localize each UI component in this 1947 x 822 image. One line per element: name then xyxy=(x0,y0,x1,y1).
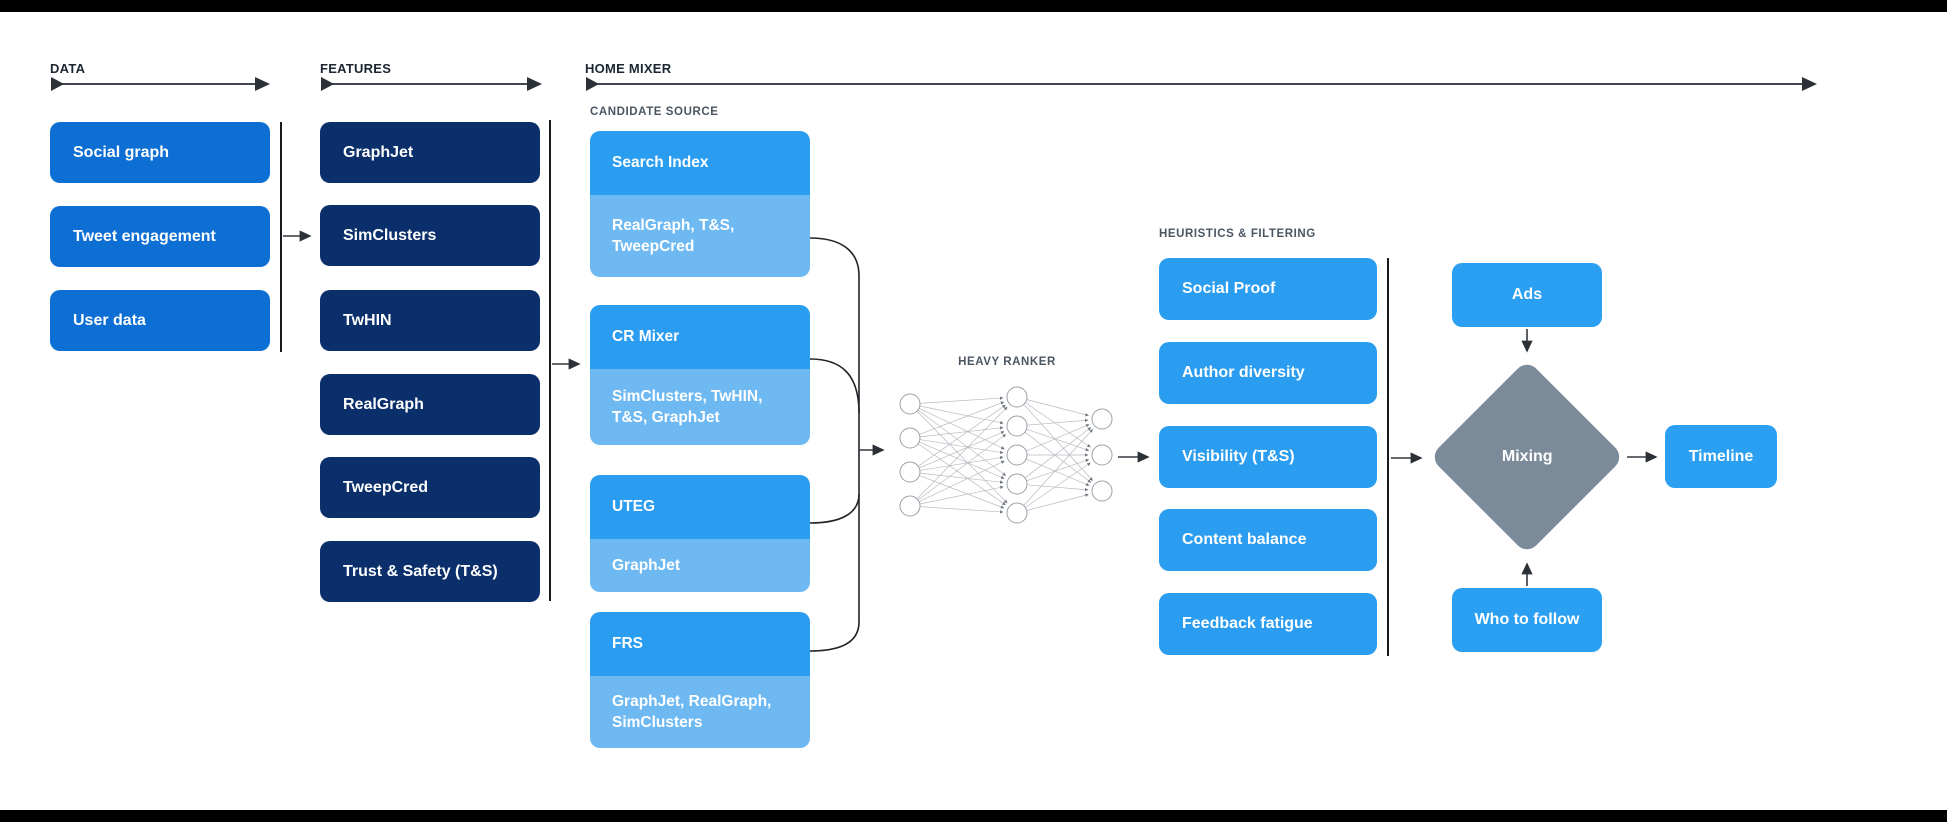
neural-network-graphic xyxy=(899,386,1113,524)
node-twhin: TwHIN xyxy=(320,290,540,351)
section-label-heavy-ranker: HEAVY RANKER xyxy=(958,356,1056,368)
connector-search-index xyxy=(809,237,860,277)
connector-cr-mixer xyxy=(809,358,860,414)
node-content-balance: Content balance xyxy=(1159,509,1377,571)
bottom-black-bar xyxy=(0,810,1947,822)
section-label-home-mixer: HOME MIXER xyxy=(585,61,672,76)
node-mixing-label: Mixing xyxy=(1501,447,1553,465)
section-label-data: DATA xyxy=(50,61,86,76)
group-cr-mixer-sources: SimClusters, TwHIN, T&S, GraphJet xyxy=(590,369,810,445)
group-frs: FRS GraphJet, RealGraph, SimClusters xyxy=(590,612,810,748)
node-timeline: Timeline xyxy=(1665,425,1777,488)
connector-uteg xyxy=(809,493,860,524)
group-uteg-title: UTEG xyxy=(590,475,810,539)
section-label-candidate-source: CANDIDATE SOURCE xyxy=(590,106,719,118)
group-uteg-sources: GraphJet xyxy=(590,539,810,592)
group-search-index-sources: RealGraph, T&S, TweepCred xyxy=(590,195,810,277)
section-label-features: FEATURES xyxy=(320,61,392,76)
section-label-heuristics: HEURISTICS & FILTERING xyxy=(1159,228,1316,240)
group-frs-title: FRS xyxy=(590,612,810,676)
top-black-bar xyxy=(0,0,1947,12)
node-ads: Ads xyxy=(1452,263,1602,327)
group-cr-mixer: CR Mixer SimClusters, TwHIN, T&S, GraphJ… xyxy=(590,305,810,445)
node-realgraph: RealGraph xyxy=(320,374,540,435)
node-simclusters: SimClusters xyxy=(320,205,540,266)
node-mixing-diamond: Mixing xyxy=(1429,359,1625,555)
node-user-data: User data xyxy=(50,290,270,351)
group-uteg: UTEG GraphJet xyxy=(590,475,810,592)
node-author-diversity: Author diversity xyxy=(1159,342,1377,404)
group-frs-sources: GraphJet, RealGraph, SimClusters xyxy=(590,676,810,748)
node-graphjet: GraphJet xyxy=(320,122,540,183)
node-who-to-follow: Who to follow xyxy=(1452,588,1602,652)
node-tweet-engagement: Tweet engagement xyxy=(50,206,270,267)
node-trust-safety: Trust & Safety (T&S) xyxy=(320,541,540,602)
node-social-proof: Social Proof xyxy=(1159,258,1377,320)
node-feedback-fatigue: Feedback fatigue xyxy=(1159,593,1377,655)
node-tweepcred: TweepCred xyxy=(320,457,540,518)
group-cr-mixer-title: CR Mixer xyxy=(590,305,810,369)
group-search-index: Search Index RealGraph, T&S, TweepCred xyxy=(590,131,810,277)
node-social-graph: Social graph xyxy=(50,122,270,183)
group-search-index-title: Search Index xyxy=(590,131,810,195)
connector-frs xyxy=(809,621,860,652)
node-visibility: Visibility (T&S) xyxy=(1159,426,1377,488)
